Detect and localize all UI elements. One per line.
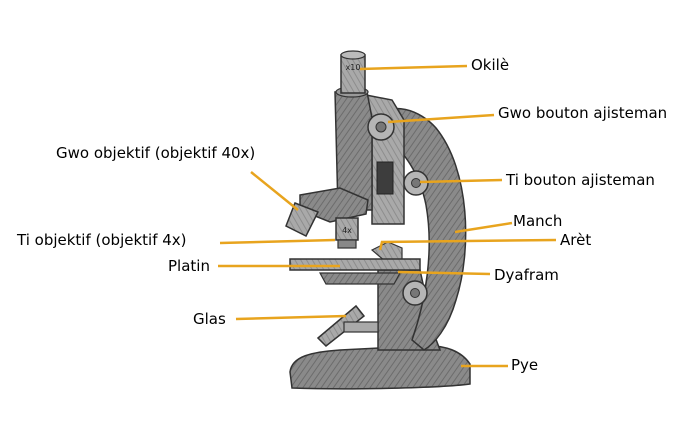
objective-mark: 4x [342,226,352,235]
label-high-objective: Gwo objektif (objektif 40x) [56,144,256,162]
label-stop: Arèt [560,231,592,249]
label-low-objective: Ti objektif (objektif 4x) [17,231,187,249]
label-base: Pye [511,356,539,374]
eyepiece-mark: x10 [346,63,361,72]
base-shape [289,344,471,390]
diaphragm-disc [318,272,402,285]
rack-window [376,161,394,195]
eyepiece [340,54,366,94]
objective-40x [285,202,320,238]
label-diaphragm: Dyafram [494,266,559,284]
leader-lines [218,64,557,368]
label-coarse-focus: Gwo bouton ajisteman [498,104,668,122]
label-fine-focus: Ti bouton ajisteman [506,171,655,189]
arm-shape [370,107,467,351]
coarse-focus-knob [367,113,395,141]
label-ocular: Okilè [471,56,510,74]
label-arm: Manch [513,212,563,230]
stage-plate [289,258,421,271]
lower-knob [402,280,428,306]
label-mirror: Glas [193,310,226,328]
label-stage: Platin [168,257,210,275]
